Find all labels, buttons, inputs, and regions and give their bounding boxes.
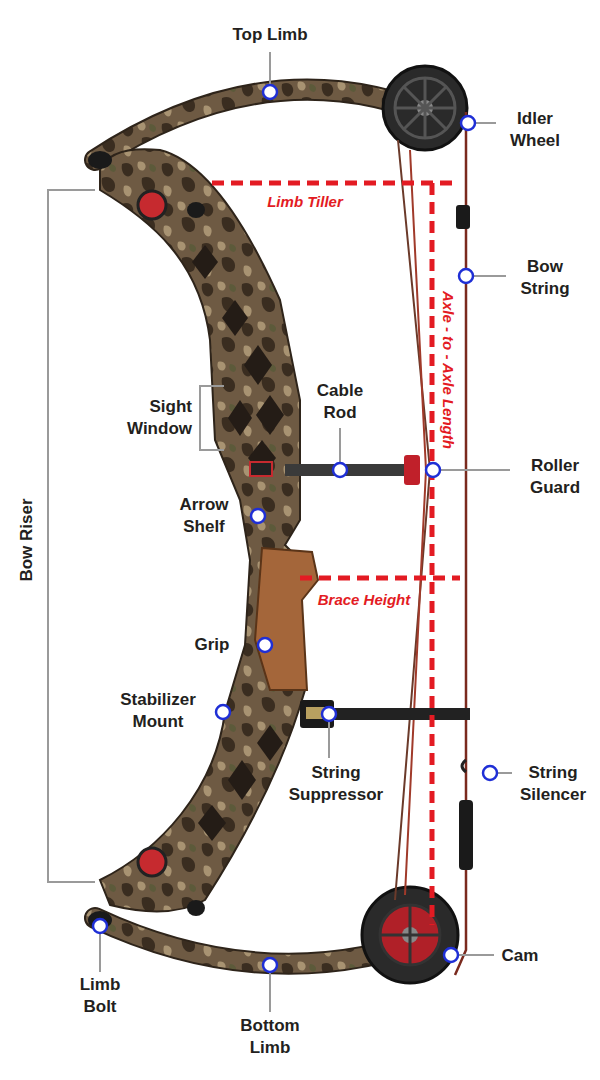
limb-tiller-line: [212, 181, 455, 186]
part-label: Cable Rod: [309, 380, 371, 424]
axle-to-axle-line: [430, 183, 435, 925]
riser-cutout: [256, 395, 284, 435]
cable-rod: [285, 464, 420, 476]
riser-cutout: [222, 300, 248, 336]
sight-window-bracket: [200, 386, 224, 450]
riser-cutout: [257, 725, 283, 761]
part-label: Top Limb: [232, 24, 307, 46]
callout-dots: [93, 85, 497, 972]
callout-dot: [461, 116, 475, 130]
string-stop: [456, 205, 470, 229]
idler-wheel: [383, 66, 467, 150]
riser-bracket: [48, 190, 95, 882]
grip: [255, 548, 318, 690]
riser-cutout: [228, 760, 256, 800]
part-label: Bottom Limb: [229, 1015, 311, 1059]
part-label: Roller Guard: [515, 455, 595, 499]
callout-dot: [333, 463, 347, 477]
riser-emblem: [138, 191, 166, 219]
callout-dot: [322, 707, 336, 721]
part-label: Cam: [502, 945, 539, 967]
cam: [362, 887, 458, 983]
callout-dot: [459, 269, 473, 283]
riser-badge: [250, 462, 272, 476]
callout-dot: [258, 638, 272, 652]
riser-cutout: [198, 805, 226, 841]
riser-cutout: [192, 245, 218, 279]
limb-pocket: [187, 900, 205, 916]
part-label: String Suppressor: [280, 762, 392, 806]
bow-cable: [395, 140, 430, 900]
callout-dot: [444, 948, 458, 962]
dimension-label: Axle - to - Axle Length: [438, 291, 458, 449]
dimension-lines: [212, 183, 460, 925]
leader-line: [328, 722, 330, 758]
limb-pocket: [187, 202, 205, 218]
callout-dot: [483, 766, 497, 780]
callout-dot: [263, 958, 277, 972]
cable-slide: [459, 800, 473, 870]
leader-line: [498, 772, 512, 774]
leader-line: [476, 122, 496, 124]
riser-emblem: [138, 848, 166, 876]
part-label: String Silencer: [512, 762, 594, 806]
roller-guard: [404, 455, 420, 485]
part-label: Arrow Shelf: [168, 494, 240, 538]
part-label: Bow String: [510, 256, 580, 300]
leader-line: [269, 973, 271, 1012]
brace-height-line: [300, 576, 460, 581]
idler-wheel: [395, 78, 455, 138]
wheel-spokes: [395, 78, 455, 138]
leader-line: [269, 52, 271, 84]
callout-dot: [93, 919, 107, 933]
riser-cutout: [244, 345, 272, 385]
part-label: Idler Wheel: [500, 108, 570, 152]
leader-line: [459, 954, 494, 956]
part-label: Bow Riser: [16, 498, 38, 581]
riser-cutout: [228, 400, 252, 436]
callout-dot: [426, 463, 440, 477]
dimension-label: Brace Height: [318, 590, 411, 610]
string-silencer: [462, 760, 466, 772]
leader-line: [339, 428, 341, 462]
callout-dot: [251, 509, 265, 523]
string-suppressor: [300, 708, 470, 720]
limb-bolt: [88, 151, 112, 169]
callout-dot: [263, 85, 277, 99]
part-label: Sight Window: [104, 396, 192, 440]
leader-line: [441, 469, 510, 471]
leader-line: [99, 934, 101, 972]
part-label: Limb Bolt: [69, 974, 131, 1018]
callout-dot: [216, 705, 230, 719]
leader-lines: [48, 52, 512, 1012]
leader-line: [474, 275, 506, 277]
dimension-label: Limb Tiller: [267, 192, 343, 212]
bow-cable: [405, 150, 426, 895]
bow-riser: [100, 149, 305, 911]
riser-cutout: [248, 440, 276, 476]
part-label: Stabilizer Mount: [107, 689, 209, 733]
part-label: Grip: [195, 634, 230, 656]
riser-cutouts: [192, 245, 284, 841]
